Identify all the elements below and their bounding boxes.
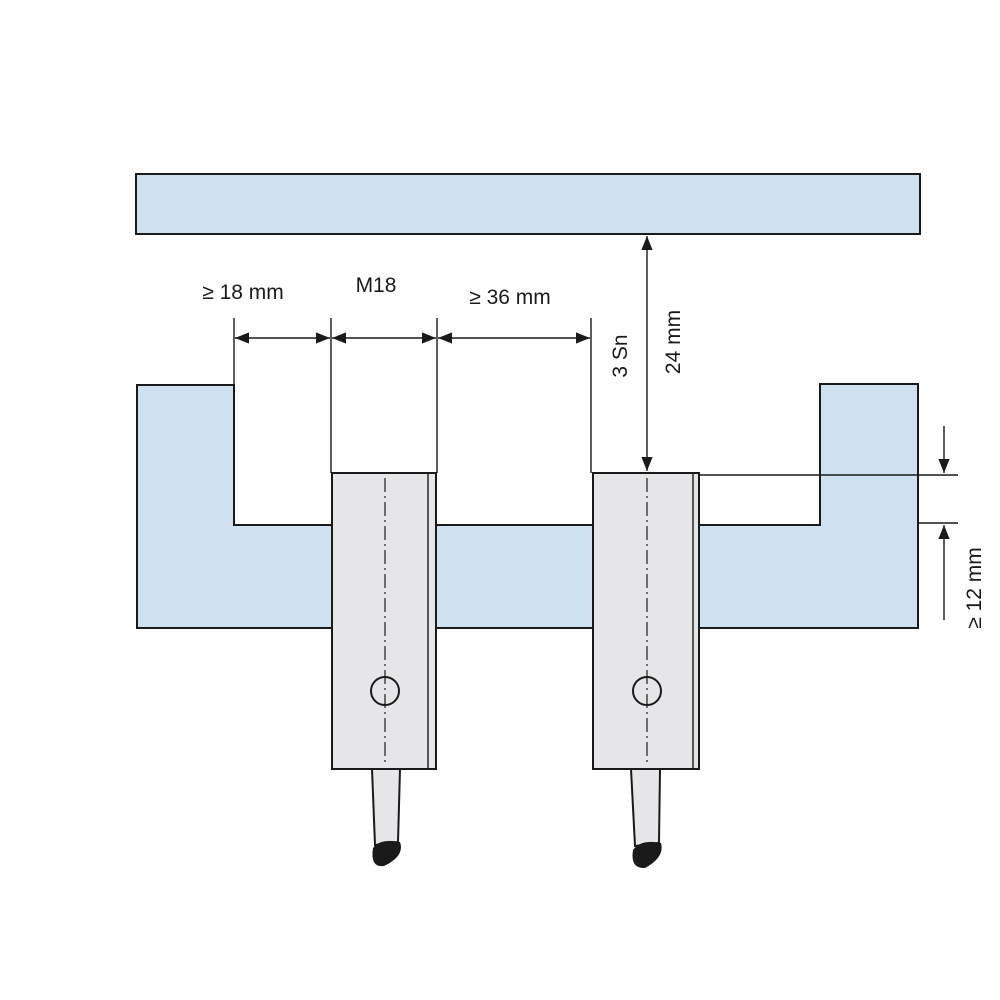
label-spacing: ≥ 36 mm xyxy=(469,286,551,309)
sensor-right xyxy=(592,472,700,869)
sensor-left-led-icon xyxy=(370,676,400,706)
label-target-distance: 24 mm xyxy=(662,310,685,374)
sensor-right-housing xyxy=(592,472,700,770)
sensor-right-cable-end xyxy=(632,841,662,869)
sensor-left xyxy=(331,472,437,867)
label-sensing-distance: 3 Sn xyxy=(609,334,632,377)
sensor-right-led-icon xyxy=(632,676,662,706)
mounting-bracket xyxy=(136,383,919,629)
label-sensor-size: M18 xyxy=(356,274,397,297)
label-flush-depth: ≥ 12 mm xyxy=(963,547,986,629)
sensor-left-housing xyxy=(331,472,437,770)
target-plate xyxy=(135,173,921,235)
sensor-left-cable xyxy=(370,768,402,847)
sensor-right-cable xyxy=(629,768,662,848)
sensor-left-cable-end xyxy=(372,840,401,867)
label-left-clearance: ≥ 18 mm xyxy=(202,281,284,304)
